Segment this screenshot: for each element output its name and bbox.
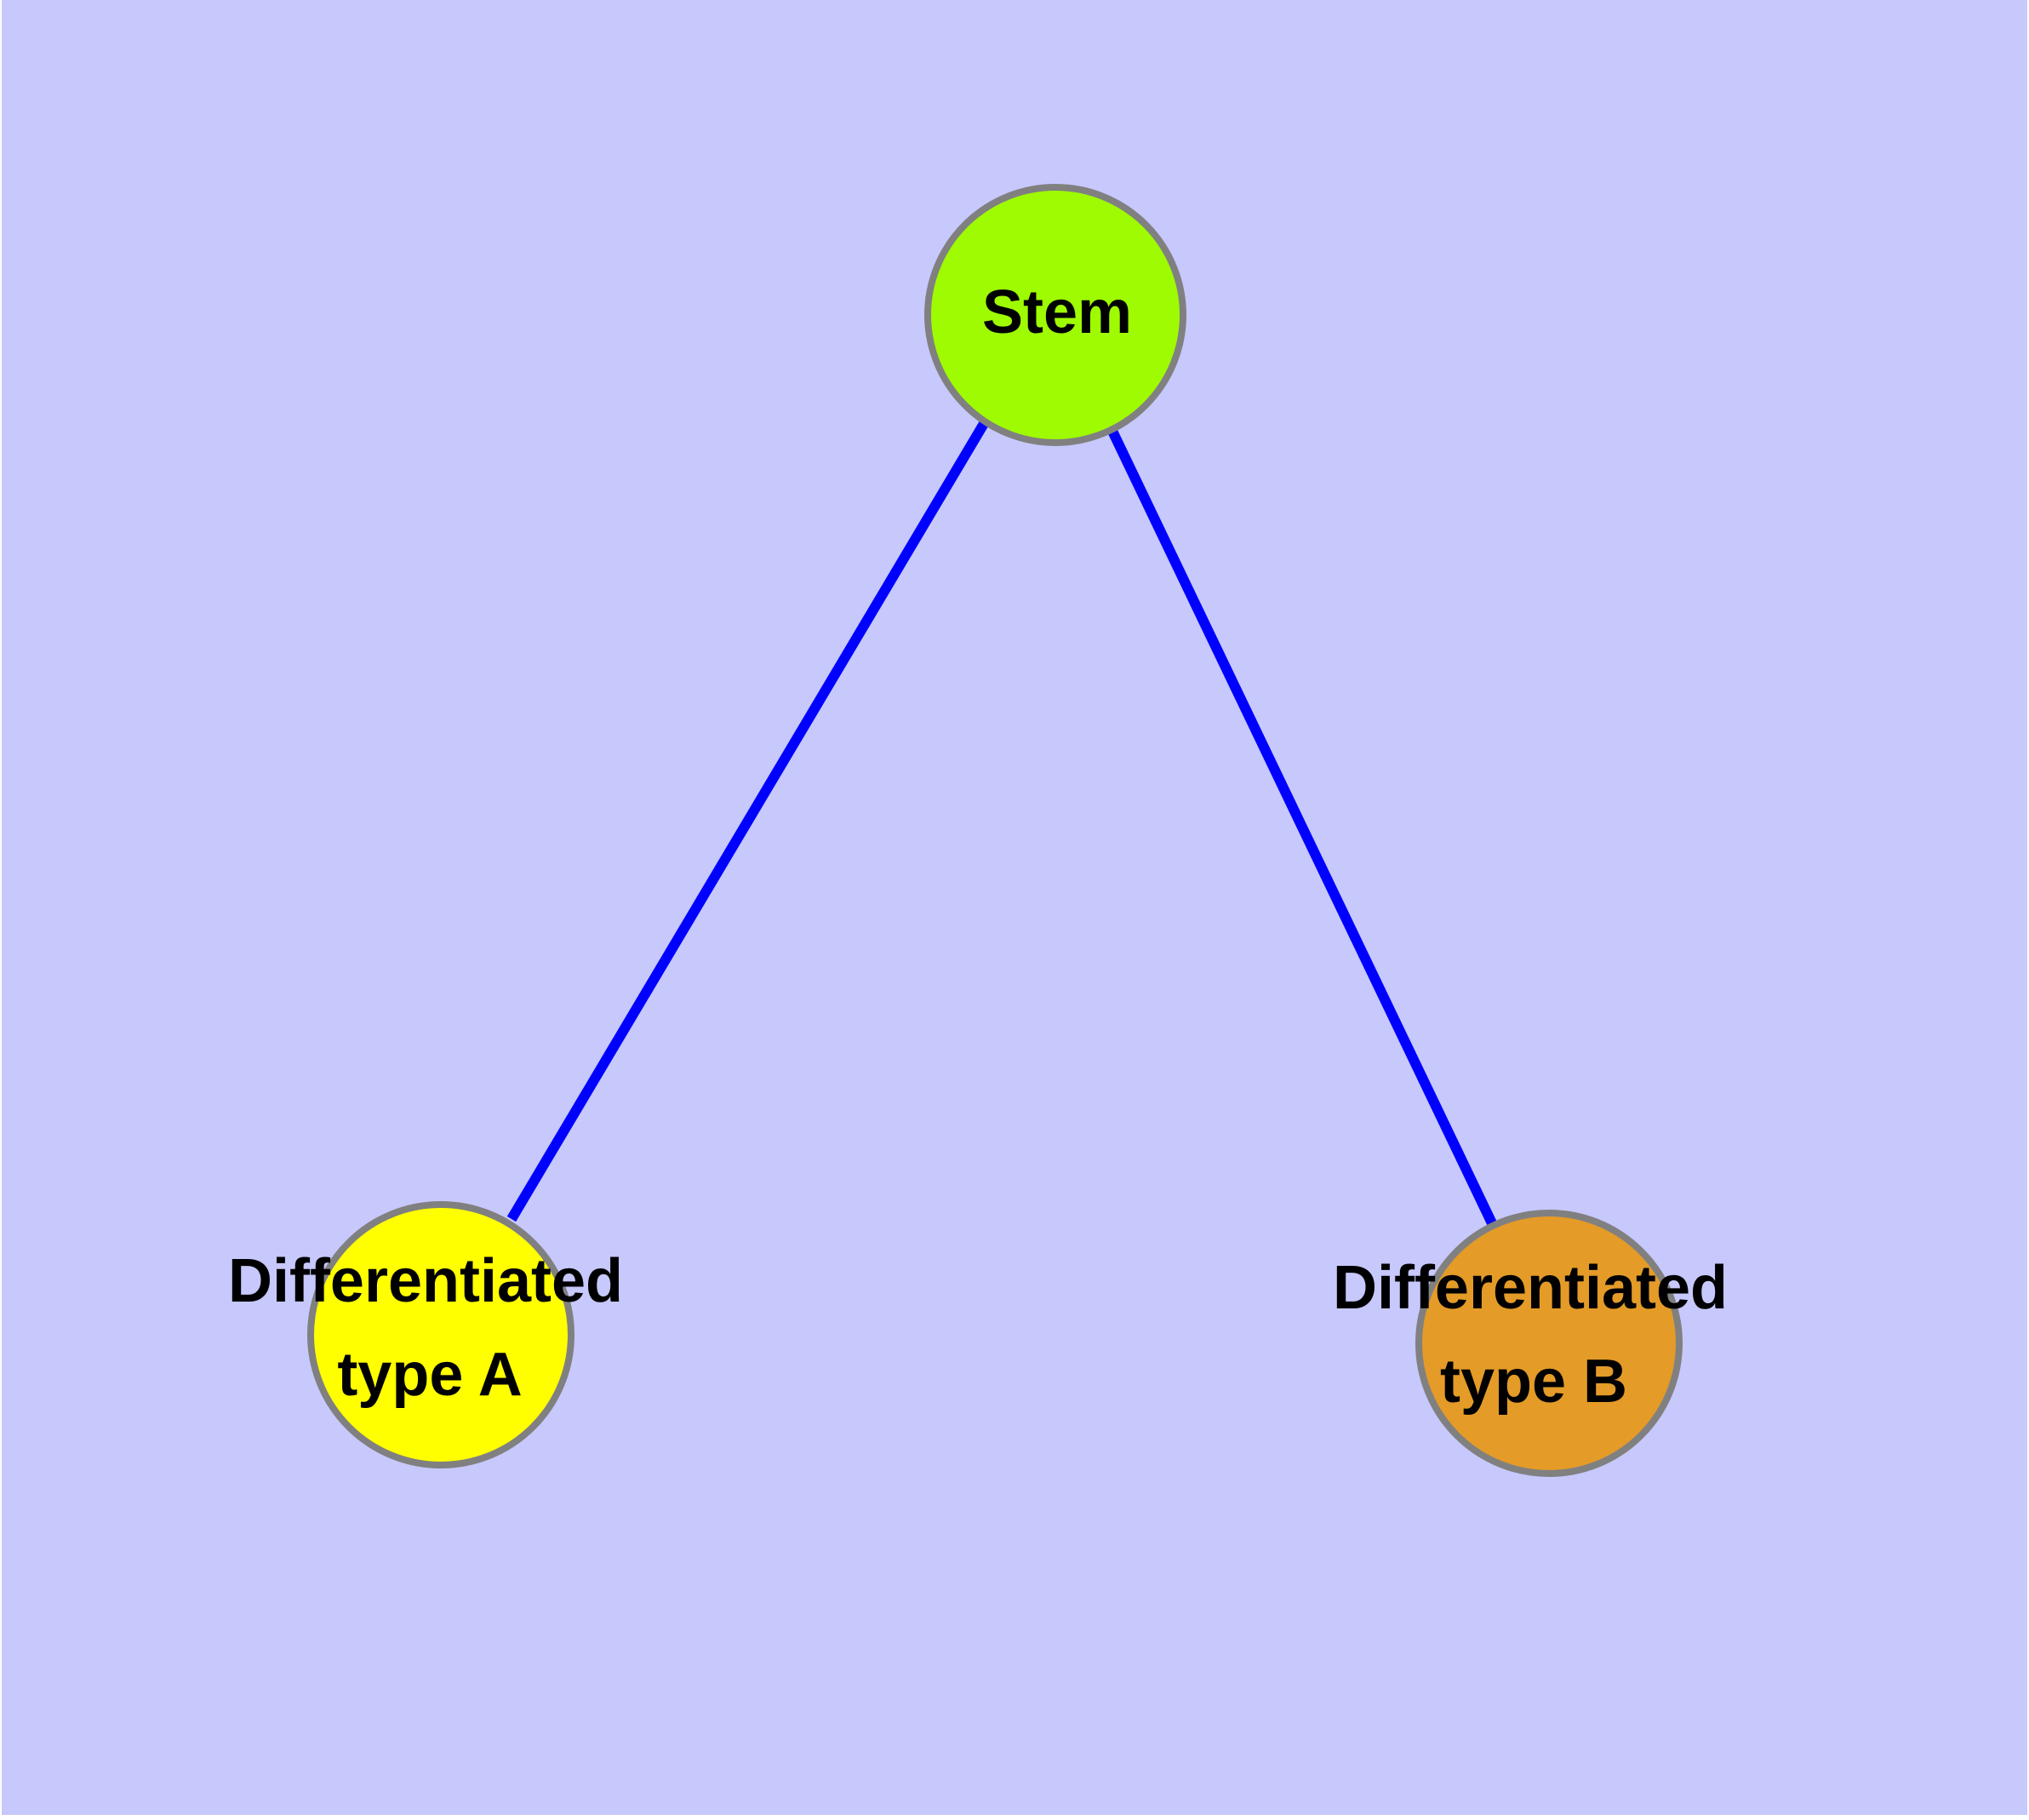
label-layer: Stem Differentiated type A Differentiate…	[228, 278, 1728, 1416]
node-differentiated-type-a-circle[interactable]	[307, 1201, 574, 1468]
node-differentiated-type-b-label-line1: Differentiated	[1333, 1254, 1728, 1322]
node-differentiated-type-a-label-line1: Differentiated	[228, 1247, 623, 1315]
edge-stem-to-differentiated-type-b[interactable]	[1105, 423, 1497, 1226]
edge-layer	[506, 419, 1497, 1226]
edge-stem-to-differentiated-type-a[interactable]	[506, 419, 990, 1222]
node-differentiated-type-b-label-line2: type B	[1440, 1348, 1627, 1416]
node-differentiated-type-b[interactable]	[1415, 1210, 1683, 1477]
node-differentiated-type-a-label-line2: type A	[337, 1341, 522, 1409]
node-stem-label: Stem	[982, 278, 1132, 346]
node-differentiated-type-a[interactable]	[307, 1201, 574, 1468]
node-stem-circle[interactable]	[924, 184, 1186, 446]
node-differentiated-type-b-circle[interactable]	[1415, 1210, 1683, 1477]
node-layer	[307, 184, 1683, 1477]
node-stem[interactable]	[924, 184, 1186, 446]
